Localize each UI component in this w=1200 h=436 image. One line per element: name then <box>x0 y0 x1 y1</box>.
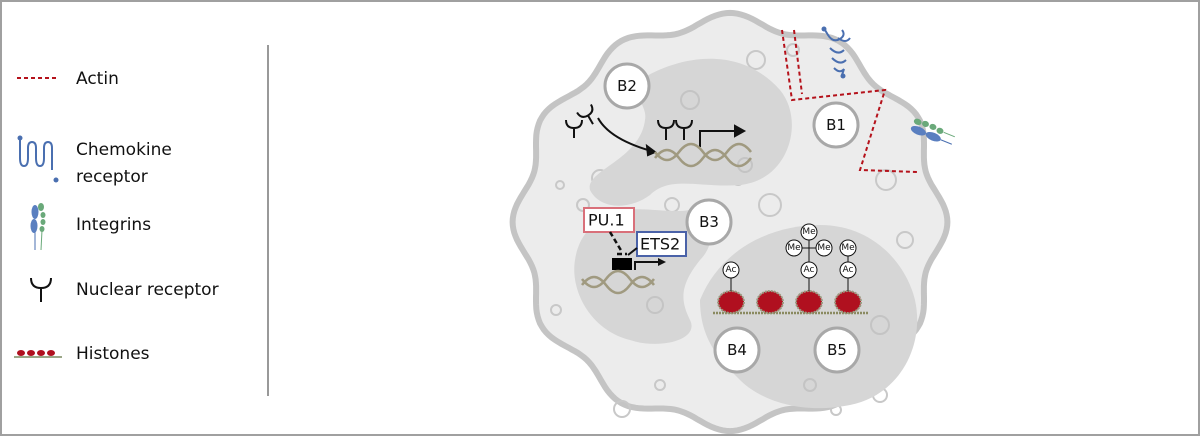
region-marker-b3 <box>685 198 733 246</box>
methyl-icon <box>839 239 857 257</box>
histones-legend-icon <box>14 350 62 358</box>
region-marker-b2 <box>603 62 651 110</box>
pu1-label: PU.1 <box>588 211 625 230</box>
acetyl-label: Ac <box>843 265 854 275</box>
chemokine-receptor <box>821 26 851 79</box>
histone <box>717 290 745 314</box>
nuclear-receptor-pathway <box>565 104 747 157</box>
acetyl-label: Ac <box>804 265 815 275</box>
acetyl-label: Ac <box>726 265 737 275</box>
region-label-b4: B4 <box>727 341 747 359</box>
region-label-b3: B3 <box>699 213 719 231</box>
region-label-b1: B1 <box>826 116 846 134</box>
chemokine-receptor-legend-icon <box>19 138 53 170</box>
acetyl-icon <box>722 261 740 279</box>
legend-label-actin: Actin <box>76 69 119 89</box>
methyl-icon <box>800 223 818 241</box>
activation-arrow <box>627 247 638 256</box>
dna-top <box>654 142 752 168</box>
legend-label-integrins: Integrins <box>76 215 151 235</box>
region-label-b2: B2 <box>617 77 637 95</box>
ets2-label: ETS2 <box>640 235 680 254</box>
integrin <box>910 118 955 145</box>
region-label-b5: B5 <box>827 341 847 359</box>
methyl-label: Me <box>817 243 831 253</box>
legend-label-receptor: receptor <box>76 167 148 187</box>
legend-label-chemokine: Chemokine <box>76 140 172 160</box>
promoter-block <box>612 258 632 270</box>
methyl-label: Me <box>841 243 855 253</box>
histone <box>795 290 823 314</box>
ets2-box: ETS2 <box>636 231 687 257</box>
legend-label-nuclear-receptor: Nuclear receptor <box>76 280 219 300</box>
nuclear-receptor-legend-icon <box>30 277 52 302</box>
histone <box>756 290 784 314</box>
legend: Actin Chemokine receptor Integrins Nucle… <box>14 69 219 364</box>
pu1-box: PU.1 <box>583 207 635 233</box>
inhibition-arrow <box>608 231 627 256</box>
region-marker-b5 <box>813 326 861 374</box>
actin-filament <box>781 29 919 173</box>
region-marker-b1 <box>812 101 860 149</box>
region-marker-b4 <box>713 326 761 374</box>
histone <box>834 290 862 314</box>
legend-label-histones: Histones <box>76 344 150 364</box>
methyl-icon <box>815 239 833 257</box>
methyl-icon <box>785 239 803 257</box>
dna-left <box>581 269 655 295</box>
methyl-label: Me <box>787 243 801 253</box>
integrin-legend-icon <box>30 203 46 251</box>
methyl-label: Me <box>802 227 816 237</box>
